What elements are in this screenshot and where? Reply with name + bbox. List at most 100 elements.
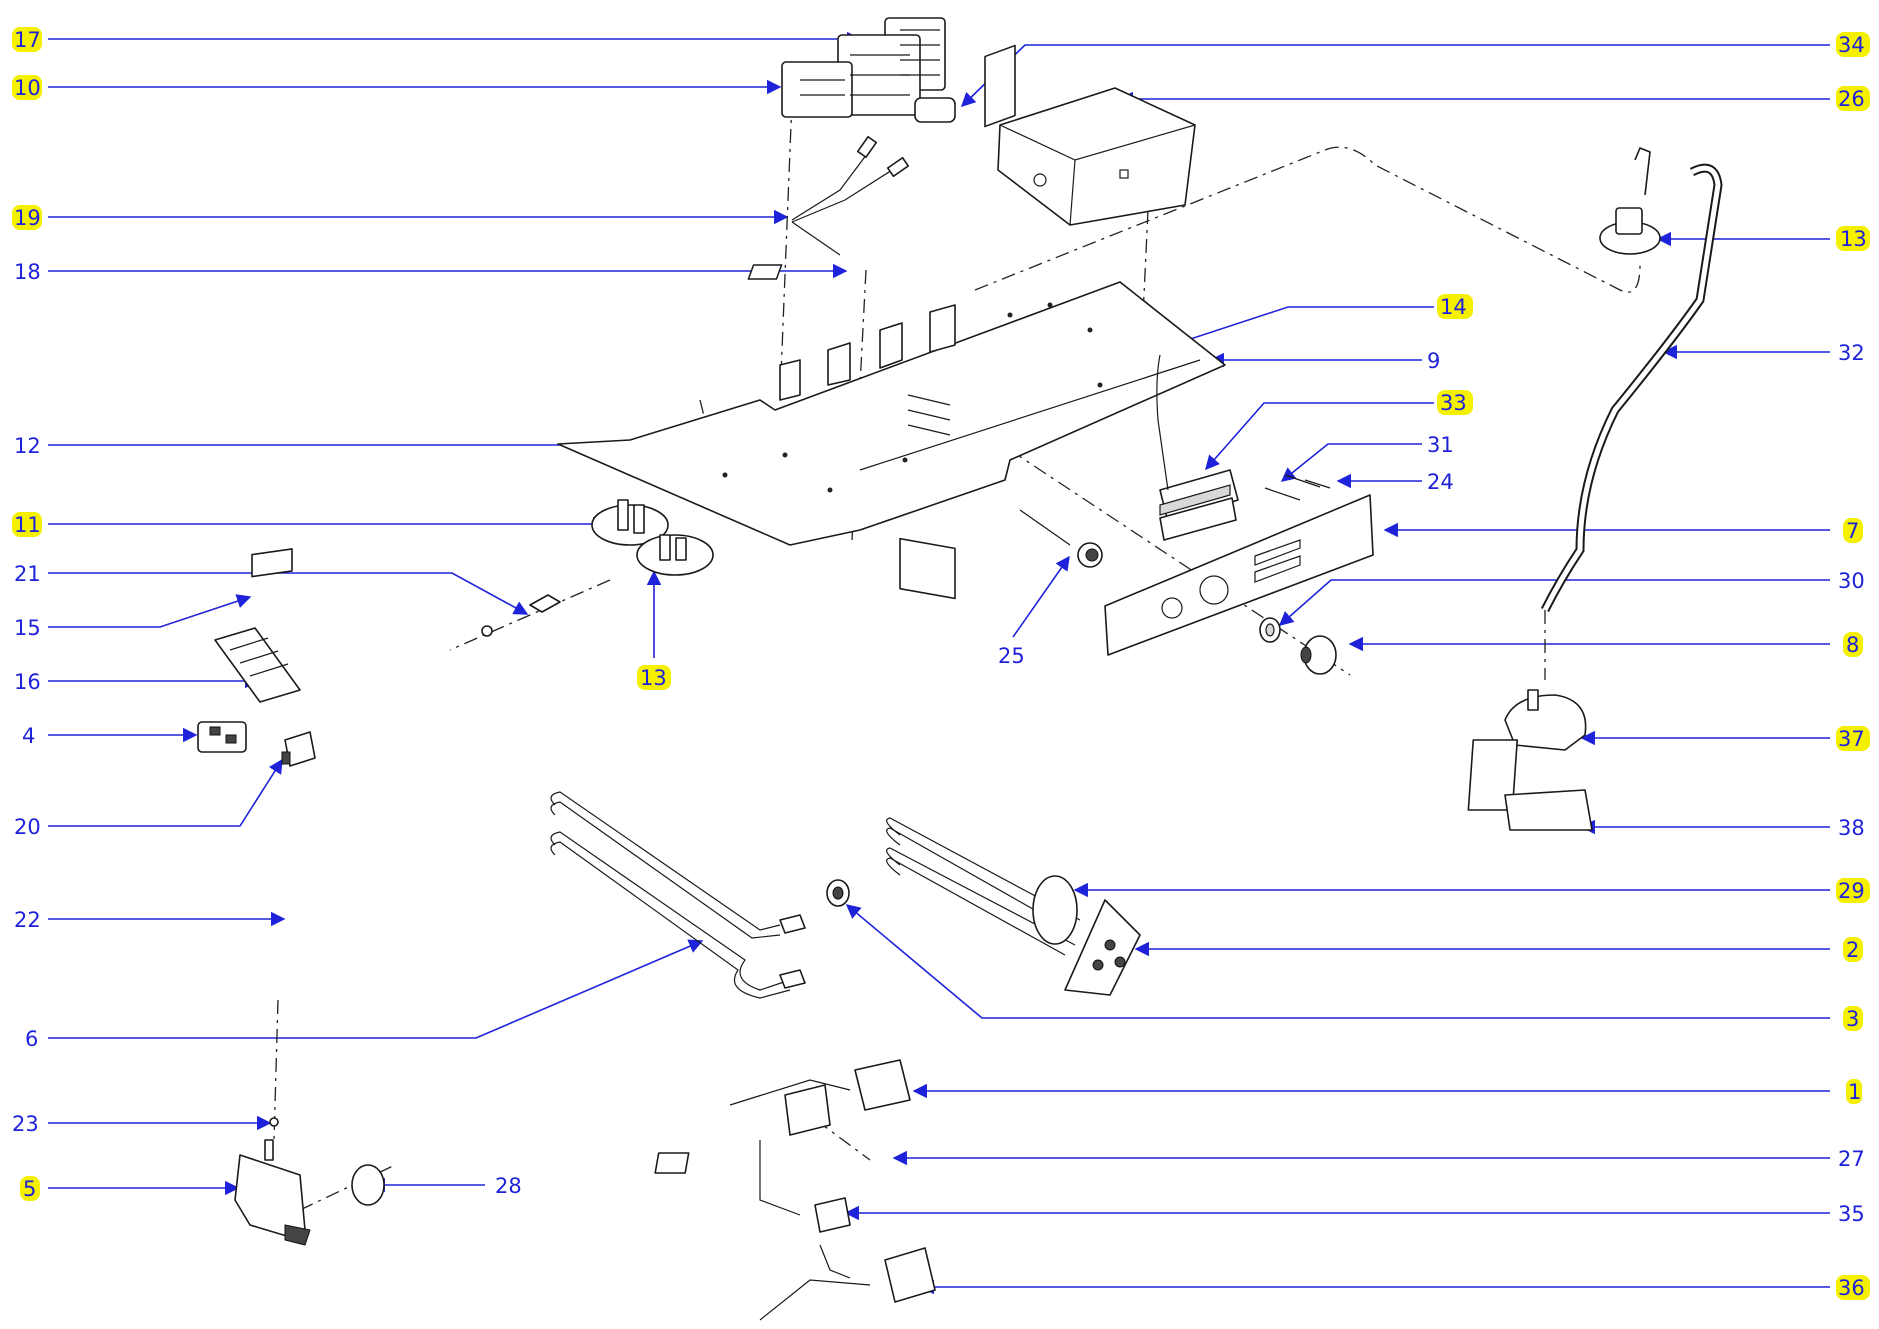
- control-box-26: [997, 87, 1196, 226]
- callout-3: 3: [1846, 1007, 1859, 1031]
- leader-30: [1278, 579, 1830, 626]
- callout-14: 14: [1440, 295, 1467, 319]
- callout-12: 12: [14, 434, 41, 458]
- terminal-block-14: [899, 394, 956, 600]
- leader-3: [845, 904, 1830, 1019]
- callout-34: 34: [1838, 33, 1865, 57]
- callout-5: 5: [23, 1177, 36, 1201]
- block-33: [1156, 354, 1239, 541]
- callout-32: 32: [1838, 341, 1865, 365]
- clip-35: [814, 1197, 851, 1279]
- callout-7: 7: [1846, 519, 1859, 543]
- callout-1: 1: [1848, 1080, 1861, 1104]
- highlight-7: [1843, 518, 1863, 543]
- thermostat-36: [759, 1247, 936, 1321]
- assembly-line-panel: [1009, 449, 1351, 676]
- relay-assembly-17-10-34: [781, 17, 956, 123]
- leader-34: [960, 44, 1830, 108]
- callout-25: 25: [998, 644, 1025, 668]
- base-plate-9: [557, 44, 1226, 546]
- callout-13-center: 13: [640, 666, 667, 690]
- callout-9: 9: [1427, 349, 1440, 373]
- highlight-13a: [637, 665, 671, 690]
- clip-23: [269, 1117, 279, 1127]
- leader-25: [1012, 555, 1070, 638]
- callout-27: 27: [1838, 1147, 1865, 1171]
- component-4: [197, 721, 247, 753]
- highlight-8: [1843, 632, 1863, 657]
- callout-24: 24: [1427, 470, 1454, 494]
- o-ring-28: [351, 1164, 385, 1206]
- callout-23: 23: [12, 1112, 39, 1136]
- callout-13-right: 13: [1840, 227, 1867, 251]
- callout-35: 35: [1838, 1202, 1865, 1226]
- highlight-5: [20, 1176, 40, 1201]
- callout-26: 26: [1838, 87, 1865, 111]
- washer-30: [1259, 617, 1281, 643]
- callout-36: 36: [1838, 1276, 1865, 1300]
- callout-21: 21: [14, 562, 41, 586]
- assembly-line-top: [974, 146, 1641, 293]
- callout-37: 37: [1838, 727, 1865, 751]
- connector-21: [529, 594, 561, 613]
- highlight-19: [12, 205, 42, 230]
- front-panel-7: [1104, 494, 1374, 656]
- pressure-switch-11: [591, 499, 669, 546]
- pressure-switch-13-center: [636, 534, 714, 576]
- callout-20: 20: [14, 815, 41, 839]
- heating-element-29-2: [886, 817, 1141, 996]
- callout-6: 6: [25, 1027, 38, 1051]
- callout-10: 10: [14, 76, 41, 100]
- leader-15: [48, 594, 252, 628]
- highlight-33: [1437, 390, 1473, 415]
- tank-37-38: [1467, 689, 1593, 831]
- callout-4: 4: [22, 724, 35, 748]
- thermostat-1: [729, 1059, 911, 1111]
- bracket-18: [747, 264, 783, 280]
- leader-31: [1280, 443, 1422, 482]
- cable-19: [791, 135, 910, 256]
- highlight-13b: [1836, 226, 1870, 251]
- callout-38: 38: [1838, 816, 1865, 840]
- callout-17: 17: [14, 28, 41, 52]
- highlight-10: [12, 75, 42, 100]
- callout-28: 28: [495, 1174, 522, 1198]
- gasket-29: [1032, 875, 1078, 945]
- leader-21: [48, 572, 529, 615]
- component-20: [281, 731, 316, 767]
- heating-element-6: [550, 791, 806, 999]
- highlight-29: [1836, 878, 1870, 903]
- tube-22: [277, 625, 493, 991]
- highlight-1: [1846, 1079, 1862, 1104]
- highlight-11: [12, 512, 42, 537]
- assembly-line-tube: [273, 999, 279, 1141]
- leader-20: [48, 758, 283, 827]
- bracket-27: [654, 1152, 690, 1174]
- callout-29: 29: [1838, 879, 1865, 903]
- assembly-line-hose: [449, 579, 611, 651]
- callout-19: 19: [14, 206, 41, 230]
- callout-11: 11: [14, 513, 41, 537]
- highlight-34: [1836, 32, 1870, 57]
- callout-18: 18: [14, 260, 41, 284]
- component-16: [214, 627, 301, 703]
- screws-31-24: [1264, 474, 1331, 501]
- drain-5: [234, 1139, 311, 1246]
- component-15: [251, 548, 293, 578]
- thermostat-body: [759, 1084, 831, 1216]
- callout-2: 2: [1846, 938, 1859, 962]
- nut-3: [826, 879, 850, 907]
- leader-33: [1205, 402, 1434, 471]
- assembly-line-relay-left: [779, 99, 793, 401]
- highlight-17: [12, 27, 42, 52]
- callout-30: 30: [1838, 569, 1865, 593]
- flange-2: [1064, 899, 1141, 996]
- callout-8: 8: [1846, 633, 1859, 657]
- callout-33: 33: [1440, 391, 1467, 415]
- highlight-14: [1437, 294, 1473, 319]
- highlight-36: [1836, 1275, 1870, 1300]
- knob-8: [1300, 635, 1337, 675]
- highlight-3: [1843, 1006, 1863, 1031]
- switch-25: [1019, 509, 1103, 568]
